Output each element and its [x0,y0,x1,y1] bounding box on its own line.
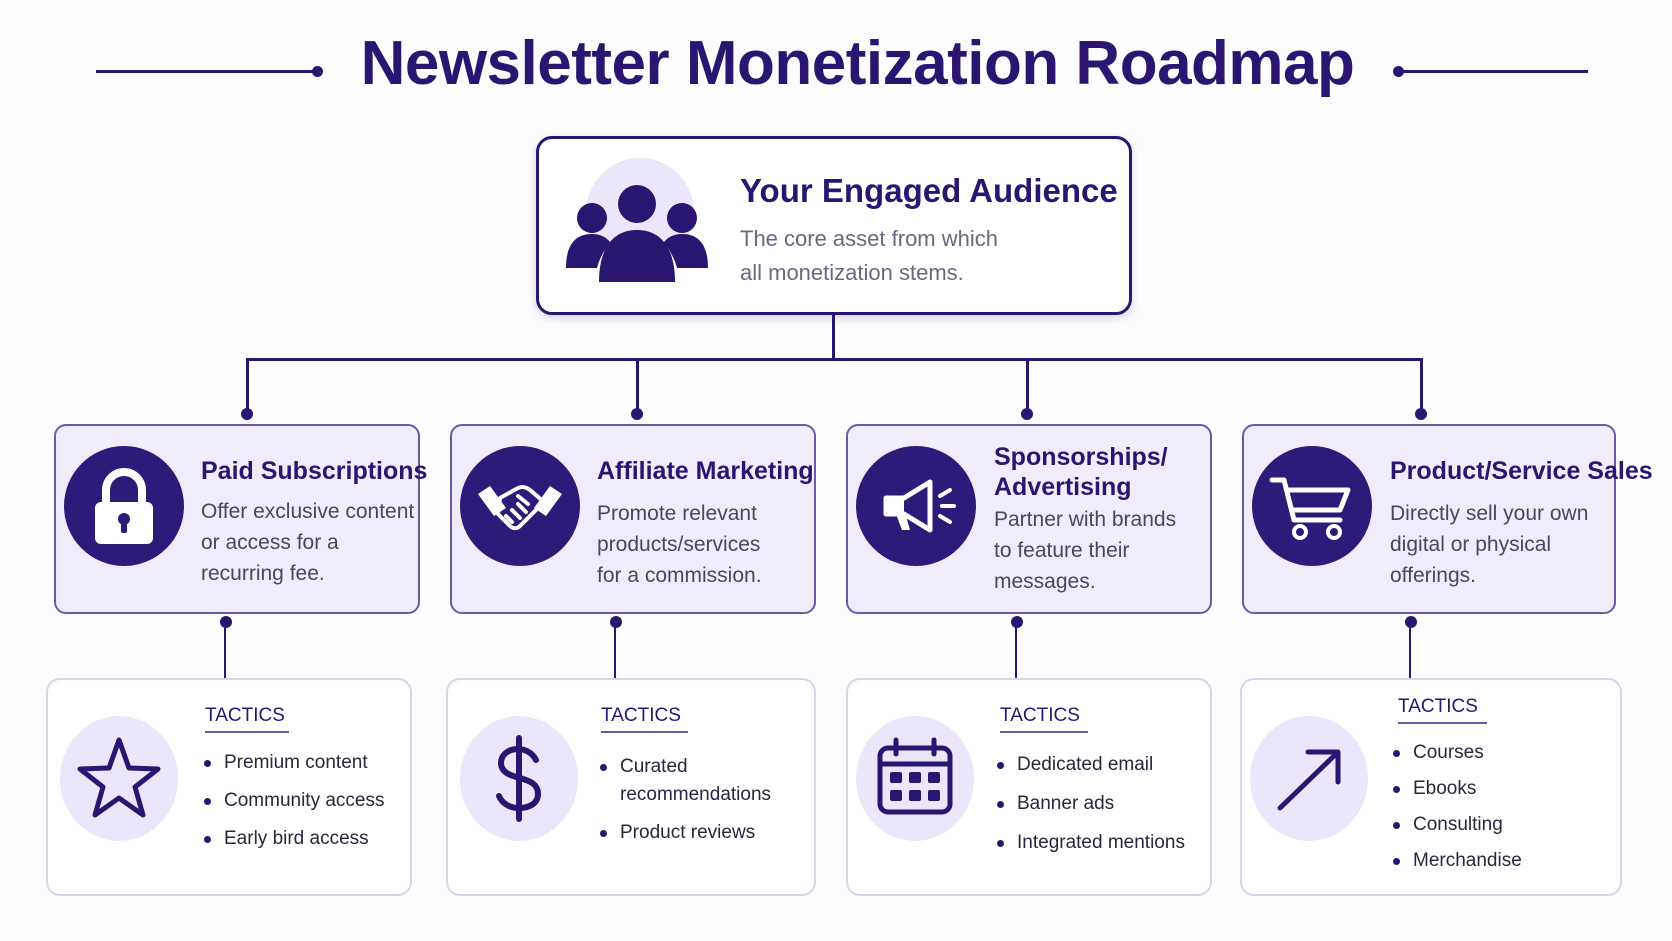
tactics-label: TACTICS [601,705,681,726]
tactics-label: TACTICS [205,705,285,726]
tactics-label: TACTICS [1398,696,1478,717]
category-description: Directly sell your own digital or physic… [1390,502,1589,587]
tactics-dot-3 [1011,616,1023,628]
category-title: Paid Subscriptions [201,457,428,485]
list-item: Dedicated email [997,754,1185,793]
category-title: Sponsorships/ Advertising [994,443,1168,501]
connector-branch-2 [636,358,639,414]
shopping-cart-icon [1252,446,1372,566]
star-icon [60,716,178,841]
list-item: Ebooks [1393,778,1522,814]
connector-horizontal [246,358,1423,361]
tactics-underline [1398,722,1487,724]
tactics-underline [205,731,289,733]
list-item: Curated [600,756,771,784]
title-line-right [1398,70,1588,73]
connector-branch-3 [1026,358,1029,414]
category-description: Offer exclusive content or access for a … [201,500,415,585]
title-line-left [96,70,318,73]
tactics-list: Premium content Community access Early b… [204,752,385,866]
category-title: Affiliate Marketing [597,457,814,485]
lock-icon [64,446,184,566]
megaphone-icon [856,446,976,566]
connector-trunk [832,314,835,360]
tactics-underline [1000,731,1088,733]
category-description: Partner with brands to feature their mes… [994,508,1177,593]
tactics-dot-2 [610,616,622,628]
category-description: Promote relevant products/services for a… [597,502,762,587]
list-item: Community access [204,790,385,828]
branch-dot-3 [1021,408,1033,420]
page-title: Newsletter Monetization Roadmap [360,29,1355,98]
tactics-dot-1 [220,616,232,628]
tactics-label: TACTICS [1000,705,1080,726]
list-item: Courses [1393,742,1522,778]
connector-branch-1 [246,358,249,414]
dollar-icon [460,716,578,841]
handshake-icon [460,446,580,566]
list-item: Consulting [1393,814,1522,850]
branch-dot-2 [631,408,643,420]
root-title: Your Engaged Audience [740,172,1118,209]
calendar-icon [856,716,974,841]
tactics-connector-4 [1409,622,1411,678]
list-item: Merchandise [1393,850,1522,886]
root-description: The core asset from which all monetizati… [740,226,998,285]
list-item: Banner ads [997,793,1185,832]
audience-group-icon [566,185,708,282]
list-item: Premium content [204,752,385,790]
tactics-connector-1 [224,622,226,678]
branch-dot-1 [241,408,253,420]
tactics-dot-4 [1405,616,1417,628]
tactics-connector-2 [614,622,616,678]
list-item: Integrated mentions [997,832,1185,871]
tactics-connector-3 [1015,622,1017,678]
arrow-up-right-icon [1250,716,1368,841]
tactics-underline [601,731,688,733]
category-title: Product/Service Sales [1390,457,1653,485]
tactics-list: Dedicated email Banner ads Integrated me… [997,754,1185,871]
title-dot-left [312,66,323,77]
list-item-continuation: recommendations [620,784,772,805]
connector-branch-4 [1420,358,1423,414]
branch-dot-4 [1415,408,1427,420]
tactics-list: Curated recommendations Product reviews [600,756,771,860]
list-item: Early bird access [204,828,385,866]
list-item: Product reviews [600,822,771,860]
tactics-list: Courses Ebooks Consulting Merchandise [1393,742,1522,886]
